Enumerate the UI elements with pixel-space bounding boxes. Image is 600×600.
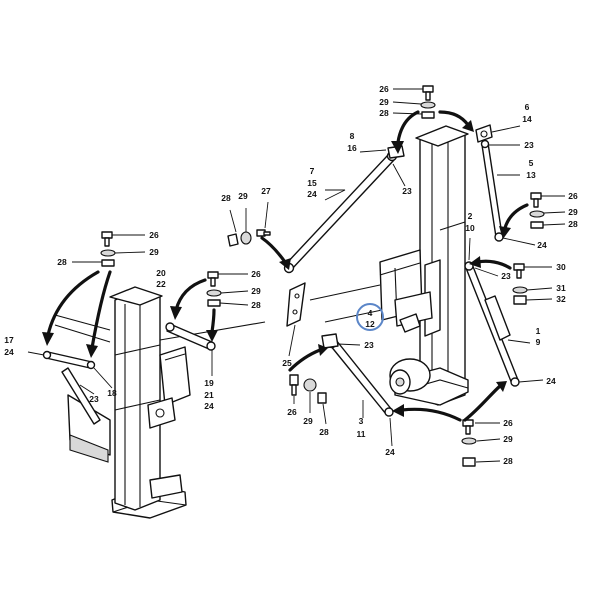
callout-c38: 1 <box>536 326 541 336</box>
bolt-washer-nut-lower-right <box>461 419 477 467</box>
callout-c49: 24 <box>204 401 214 411</box>
callout-c20: 28 <box>568 219 578 229</box>
callout-c32: 31 <box>556 283 566 293</box>
bolt-washer-nut-left-middle <box>206 271 222 307</box>
callout-c16: 28 <box>221 193 231 203</box>
bolt-washer-nut-upper-right <box>529 192 545 229</box>
callout-c56: 29 <box>503 434 513 444</box>
callout-c53: 26 <box>503 418 513 428</box>
callout-c37: 12 <box>365 319 375 329</box>
callout-c36: 4 <box>368 308 373 318</box>
callout-c42: 24 <box>4 347 14 357</box>
callout-c45: 19 <box>204 378 214 388</box>
callout-c15: 27 <box>261 186 271 196</box>
callout-c39: 17 <box>4 335 14 345</box>
callout-c7: 16 <box>347 143 357 153</box>
callout-c22: 10 <box>465 223 475 233</box>
callout-c9: 5 <box>529 158 534 168</box>
callout-c27: 30 <box>556 262 566 272</box>
bracket-plate <box>286 282 306 327</box>
right-mast-assembly <box>309 124 493 406</box>
callout-c14: 23 <box>402 186 412 196</box>
callout-c10: 13 <box>526 170 536 180</box>
callout-c35: 28 <box>251 300 261 310</box>
callout-c28: 20 <box>156 268 166 278</box>
callout-c33: 29 <box>251 286 261 296</box>
callout-c4: 6 <box>525 102 530 112</box>
callout-c47: 23 <box>89 394 99 404</box>
callout-c17: 29 <box>238 191 248 201</box>
left-mast-assembly <box>54 286 266 519</box>
highlight-ring <box>356 303 384 331</box>
left-lower-stabilizer <box>61 367 101 425</box>
callout-c8: 23 <box>524 140 534 150</box>
lower-center-strut <box>321 333 394 417</box>
callout-c26: 28 <box>57 257 67 267</box>
right-lower-strut <box>464 261 520 387</box>
callout-c52: 29 <box>303 416 313 426</box>
assembly-arrows <box>42 110 529 422</box>
callout-c12: 15 <box>307 178 317 188</box>
long-upper-strut <box>283 145 405 274</box>
callout-c51: 3 <box>359 416 364 426</box>
right-upper-strut <box>480 139 504 242</box>
callout-c29: 26 <box>251 269 261 279</box>
bolt-washer-nut-top-center <box>420 85 436 119</box>
callout-c46: 24 <box>546 376 556 386</box>
callout-c1: 26 <box>379 84 389 94</box>
callout-c5: 14 <box>522 114 532 124</box>
callout-c6: 8 <box>350 131 355 141</box>
callout-c55: 11 <box>357 429 366 439</box>
callout-c11: 7 <box>310 166 315 176</box>
callout-c25: 29 <box>149 247 159 257</box>
callout-c54: 28 <box>319 427 329 437</box>
bolt-washer-nut-horizontal <box>227 229 271 247</box>
callout-c3: 28 <box>379 108 389 118</box>
callout-c21: 2 <box>468 211 473 221</box>
callout-c13: 24 <box>307 189 317 199</box>
callout-c43: 25 <box>282 358 292 368</box>
callout-c57: 24 <box>385 447 395 457</box>
callout-c34: 32 <box>556 294 566 304</box>
bolt-washer-nut-mid-right <box>512 263 528 305</box>
callout-c41: 23 <box>364 340 374 350</box>
callout-c40: 9 <box>536 337 541 347</box>
callout-c58: 28 <box>503 456 513 466</box>
callout-c18: 26 <box>568 191 578 201</box>
callout-c50: 26 <box>287 407 297 417</box>
callout-c2: 29 <box>379 97 389 107</box>
leader-lines <box>27 88 566 463</box>
callout-c23: 26 <box>149 230 159 240</box>
bolt-washer-nut-left-upper <box>100 231 116 267</box>
left-small-link <box>165 322 216 351</box>
callout-c19: 29 <box>568 207 578 217</box>
bolt-washer-nut-lower-center <box>289 374 327 404</box>
callout-c30: 23 <box>501 271 511 281</box>
fasteners <box>100 85 545 467</box>
left-upper-stabilizer <box>42 350 96 370</box>
callout-c48: 21 <box>204 390 214 400</box>
callout-c44: 18 <box>107 388 117 398</box>
callout-c24: 24 <box>537 240 547 250</box>
callout-c31: 22 <box>156 279 166 289</box>
